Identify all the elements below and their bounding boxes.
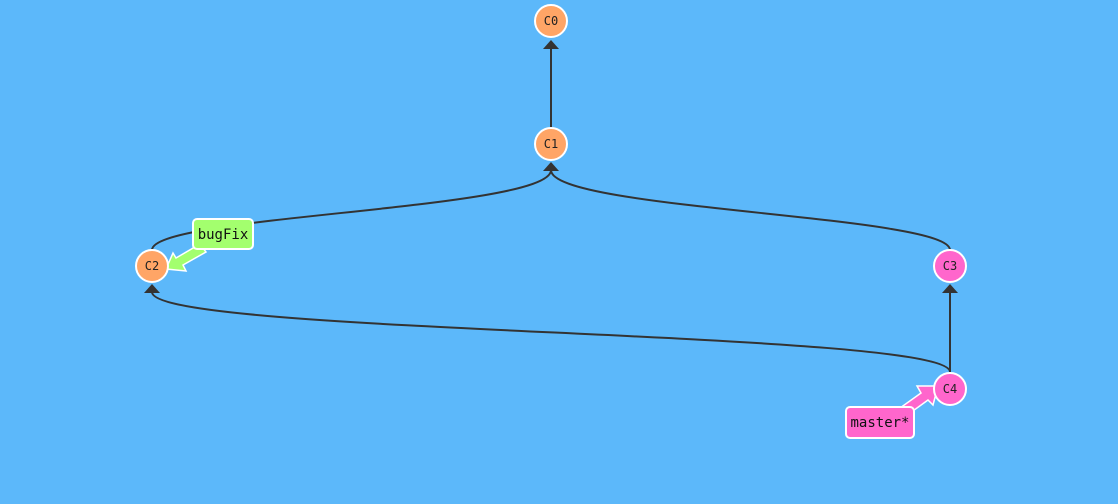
edges [151,48,951,373]
commit-c3[interactable]: C3 [933,249,967,283]
edge-c2-c1 [151,169,552,251]
commit-label: C4 [943,382,957,396]
commit-c1[interactable]: C1 [534,127,568,161]
arrowheads [144,40,958,293]
commit-c4[interactable]: C4 [933,372,967,406]
commit-c2[interactable]: C2 [135,249,169,283]
edge-c4-c2 [151,291,951,373]
arrowhead-c1 [543,162,559,171]
arrowhead-c3 [942,284,958,293]
commit-label: C2 [145,259,159,273]
branch-tag-bugfix[interactable]: bugFix [192,218,254,250]
commit-c0[interactable]: C0 [534,4,568,38]
commit-label: C3 [943,259,957,273]
branch-name: bugFix [198,227,249,243]
arrowhead-c2 [144,284,160,293]
arrowhead-c0 [543,40,559,49]
commit-label: C1 [544,137,558,151]
edge-c3-c1 [550,169,951,251]
branch-tag-master[interactable]: master* [845,406,915,439]
bugfix-arrow [164,243,208,272]
branch-name: master* [850,415,909,431]
commit-label: C0 [544,14,558,28]
branch-arrows [164,243,939,418]
